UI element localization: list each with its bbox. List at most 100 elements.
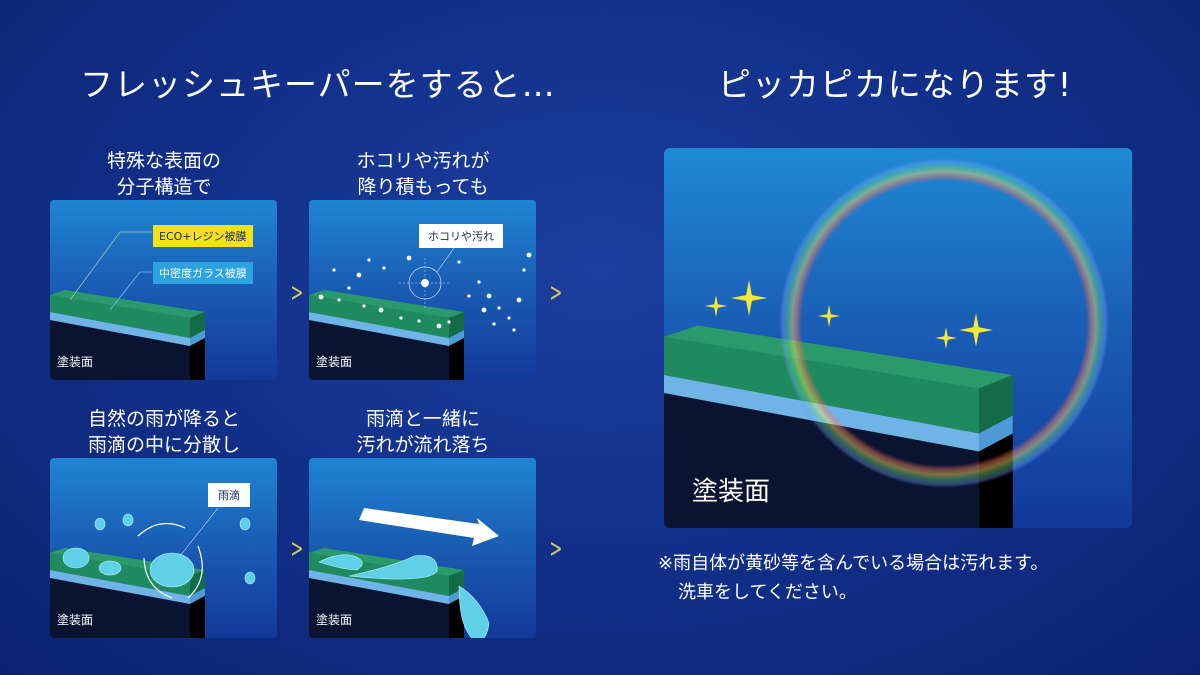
sparkle-icon [731, 280, 767, 316]
paint-surface-label: 塗装面 [316, 355, 353, 369]
coating-layers-diagram [50, 231, 205, 380]
glass-side [190, 588, 205, 604]
dust-particle [347, 286, 351, 290]
paint-surface-label: 塗装面 [57, 613, 94, 627]
shiny-surface-diagram [664, 158, 1109, 528]
dust-particle [467, 294, 471, 298]
base-side [190, 338, 205, 380]
dust-particle [378, 307, 384, 313]
dust-particle [497, 306, 501, 310]
dust-particle [356, 272, 362, 278]
chevron-right-icon: > [290, 278, 304, 308]
paint-surface-label: 塗装面 [692, 477, 771, 507]
dust-particle [477, 280, 481, 284]
raindrops [62, 513, 256, 588]
disclaimer-note: ※雨自体が黄砂等を含んでいる場合は汚れます。 洗車をしてください。 [658, 549, 1048, 607]
dust-tag: ホコリや汚れ [419, 224, 503, 248]
heading-right: ピッカピカになります! [717, 65, 1073, 104]
paint-base [50, 570, 205, 638]
dust-particle [318, 294, 324, 300]
step4-caption: 雨滴と一緒に 汚れが流れ落ち [303, 406, 543, 458]
base-side [449, 338, 464, 380]
note-line: 洗車をしてください。 [678, 582, 857, 603]
dust-particle [406, 255, 412, 261]
glass-side [449, 330, 464, 346]
dust-particle [457, 260, 461, 264]
caption-line: 自然の雨が降ると [87, 408, 240, 430]
glass-layer [309, 570, 449, 604]
dust-particle [512, 328, 516, 332]
raindrop-tag: 雨滴 [208, 483, 250, 507]
chevron-right-icon: > [549, 278, 563, 308]
dust-particle [362, 304, 366, 308]
chevron-right-icon: > [290, 534, 304, 564]
caption-line: 雨滴と一緒に [365, 408, 480, 430]
caption-line: 分子構造で [116, 176, 212, 198]
dust-particles [318, 252, 532, 332]
dust-diagram [309, 247, 532, 380]
dust-particle [526, 252, 532, 258]
sparkle-icon [935, 327, 957, 349]
dust-particle [447, 320, 451, 324]
step3-caption: 自然の雨が降ると 雨滴の中に分散し [44, 406, 284, 458]
paint-layers [309, 290, 464, 380]
paint-base [50, 312, 205, 380]
glass-side [190, 330, 205, 346]
dust-particle [332, 268, 336, 272]
paint-surface-label: 塗装面 [316, 613, 353, 627]
heading-left: フレッシュキーパーをすると… [80, 65, 556, 104]
resin-layer [309, 295, 464, 338]
paint-surface-label: 塗装面 [57, 355, 94, 369]
caption-line: ホコリや汚れが [356, 150, 490, 172]
dust-particle [516, 297, 522, 303]
resin-top [50, 290, 205, 318]
raindrop-diagram [50, 507, 256, 638]
runoff-diagram [309, 508, 499, 638]
step4-panel: 塗装面 [309, 458, 536, 638]
dust-particle [436, 323, 442, 329]
circulation-arrows [137, 522, 203, 599]
glass-layer [50, 570, 190, 604]
leader-line [109, 271, 141, 311]
result-panel: 塗装面 [664, 148, 1132, 528]
glass-layer [309, 312, 449, 346]
dust-particle [486, 293, 492, 299]
resin-side [449, 312, 464, 338]
chevron-right-icon: > [549, 534, 563, 564]
sparkle-icon [959, 313, 993, 347]
note-line: ※雨自体が黄砂等を含んでいる場合は汚れます。 [658, 553, 1049, 574]
dust-particle [367, 258, 371, 262]
dust-particle [382, 266, 386, 270]
paint-base [309, 312, 464, 380]
dust-particle [492, 322, 496, 326]
dust-particle [417, 319, 421, 323]
caption-line: 雨滴の中に分散し [87, 434, 240, 456]
caption-line: 特殊な表面の [106, 150, 221, 172]
rainbow-ring-icon [779, 158, 1109, 488]
dust-particle [507, 316, 511, 320]
dust-particle [481, 307, 487, 313]
paint-base [309, 570, 464, 638]
step2-panel: ホコリや汚れ 塗装面 [309, 200, 536, 380]
base-side [190, 596, 205, 638]
step3-panel: 雨滴 塗装面 [50, 458, 277, 638]
flow-arrow-icon [359, 508, 499, 546]
resin-side [190, 312, 205, 338]
resin-top [309, 290, 464, 318]
eco-resin-tag: ECO+レジン被膜 [153, 225, 253, 247]
sparkles [705, 280, 993, 349]
leader-line [69, 231, 121, 301]
step2-caption: ホコリや汚れが 降り積もっても [303, 148, 543, 200]
flowing-drops [318, 554, 490, 638]
resin-layer [50, 295, 205, 338]
dust-particle [522, 268, 526, 272]
paint-layers [50, 290, 205, 380]
caption-line: 降り積もっても [357, 176, 489, 198]
sparkle-icon [818, 305, 840, 327]
dust-particle [399, 316, 403, 320]
sparkle-icon [705, 295, 727, 317]
paint-base [664, 375, 1013, 528]
dust-particle [337, 298, 341, 302]
dust-particle-highlight [421, 279, 429, 287]
step1-caption: 特殊な表面の 分子構造で [44, 148, 284, 200]
